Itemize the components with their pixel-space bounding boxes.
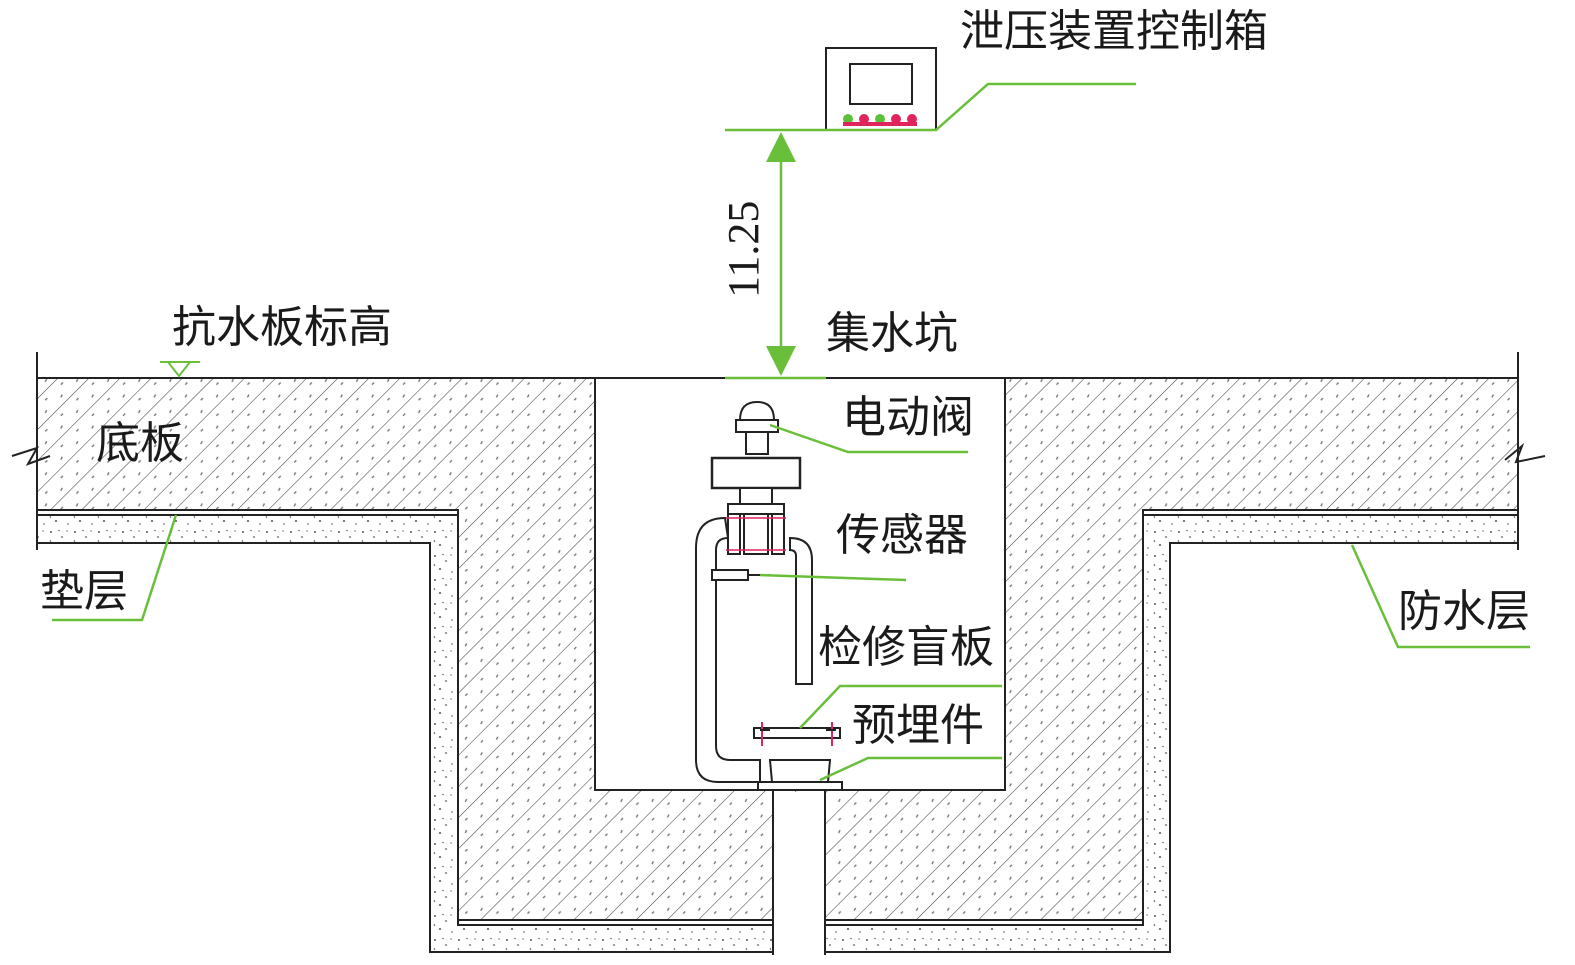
leader-waterproof — [1350, 544, 1530, 649]
leader-cushion — [52, 514, 178, 622]
break-line-icon — [1504, 442, 1546, 464]
leader-blind-plate — [799, 684, 1002, 729]
label-sump: 集水坑 — [826, 308, 958, 359]
leader-embedded — [819, 756, 1002, 782]
label-electric-valve: 电动阀 — [842, 392, 974, 443]
label-embedded-part: 预埋件 — [852, 700, 984, 751]
leader-control-box — [935, 82, 1136, 131]
label-control-box: 泄压装置控制箱 — [960, 6, 1268, 57]
label-waterproof-layer: 防水层 — [1398, 586, 1530, 637]
elevation-marker-icon — [165, 361, 193, 378]
bypass-pipe — [695, 516, 761, 783]
leader-sensor — [759, 573, 907, 582]
label-raft-elevation: 抗水板标高 — [172, 302, 392, 353]
break-line-icon — [11, 446, 51, 466]
label-dimension: 11.25 — [719, 200, 768, 298]
label-cushion: 垫层 — [40, 566, 128, 617]
control-box-icon — [825, 47, 937, 131]
label-slab: 底板 — [96, 418, 184, 469]
leader-valve — [769, 423, 968, 454]
electric-valve-icon — [710, 400, 802, 555]
blind-plate — [753, 727, 841, 739]
label-sensor: 传感器 — [836, 510, 968, 561]
label-blind-plate: 检修盲板 — [818, 622, 994, 673]
